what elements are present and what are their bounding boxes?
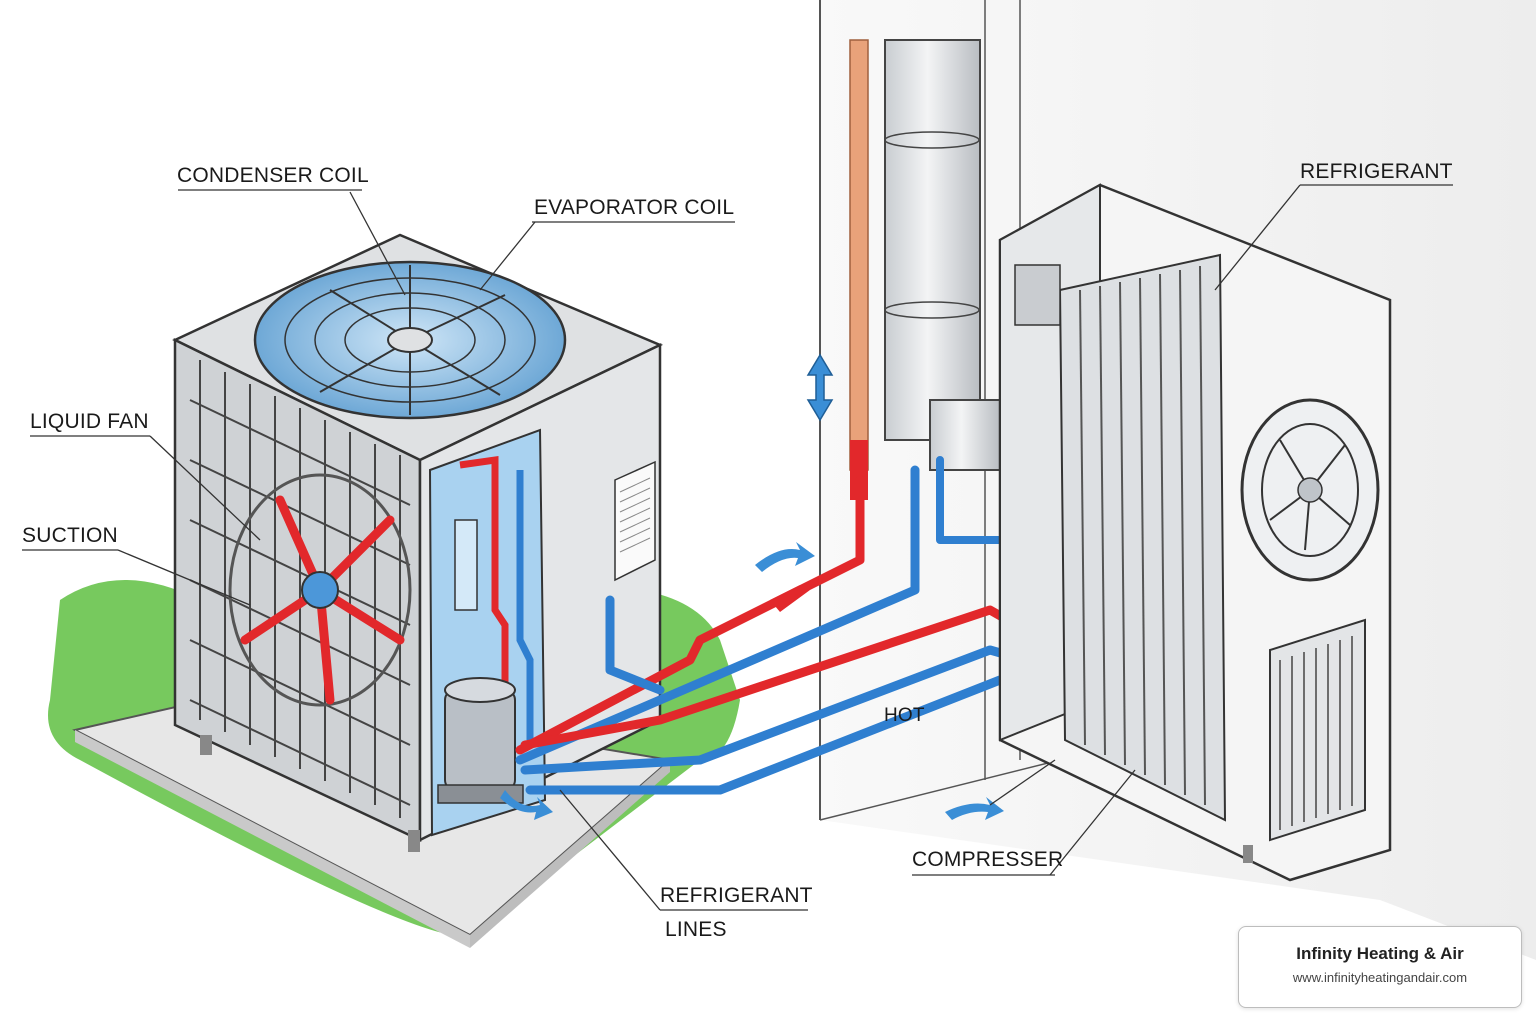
brand-url[interactable]: www.infinityheatingandair.com bbox=[1292, 970, 1468, 985]
label-refrigerant-lines-line2: LINES bbox=[665, 918, 727, 941]
label-refrigerant-lines-line1: REFRIGERANT bbox=[660, 884, 813, 907]
label-refrigerant: REFRIGERANT bbox=[1300, 160, 1453, 183]
vent-pipe bbox=[849, 39, 1001, 500]
label-hot: HOT bbox=[884, 705, 925, 726]
brand-name: Infinity Heating & Air bbox=[1296, 944, 1464, 963]
label-compresser: COMPRESSER bbox=[912, 848, 1064, 871]
indoor-air-handler bbox=[998, 183, 1392, 882]
compressor bbox=[437, 677, 524, 804]
label-suction: SUCTION bbox=[22, 524, 118, 547]
leader-lines bbox=[22, 184, 1453, 911]
label-liquid-fan: LIQUID FAN bbox=[30, 410, 149, 433]
brand-badge: Infinity Heating & Air www.infinityheati… bbox=[1238, 926, 1522, 1008]
outdoor-condenser-unit bbox=[172, 233, 664, 852]
label-evaporator-coil: EVAPORATOR COIL bbox=[534, 196, 735, 219]
label-condenser-coil: CONDENSER COIL bbox=[177, 164, 369, 187]
